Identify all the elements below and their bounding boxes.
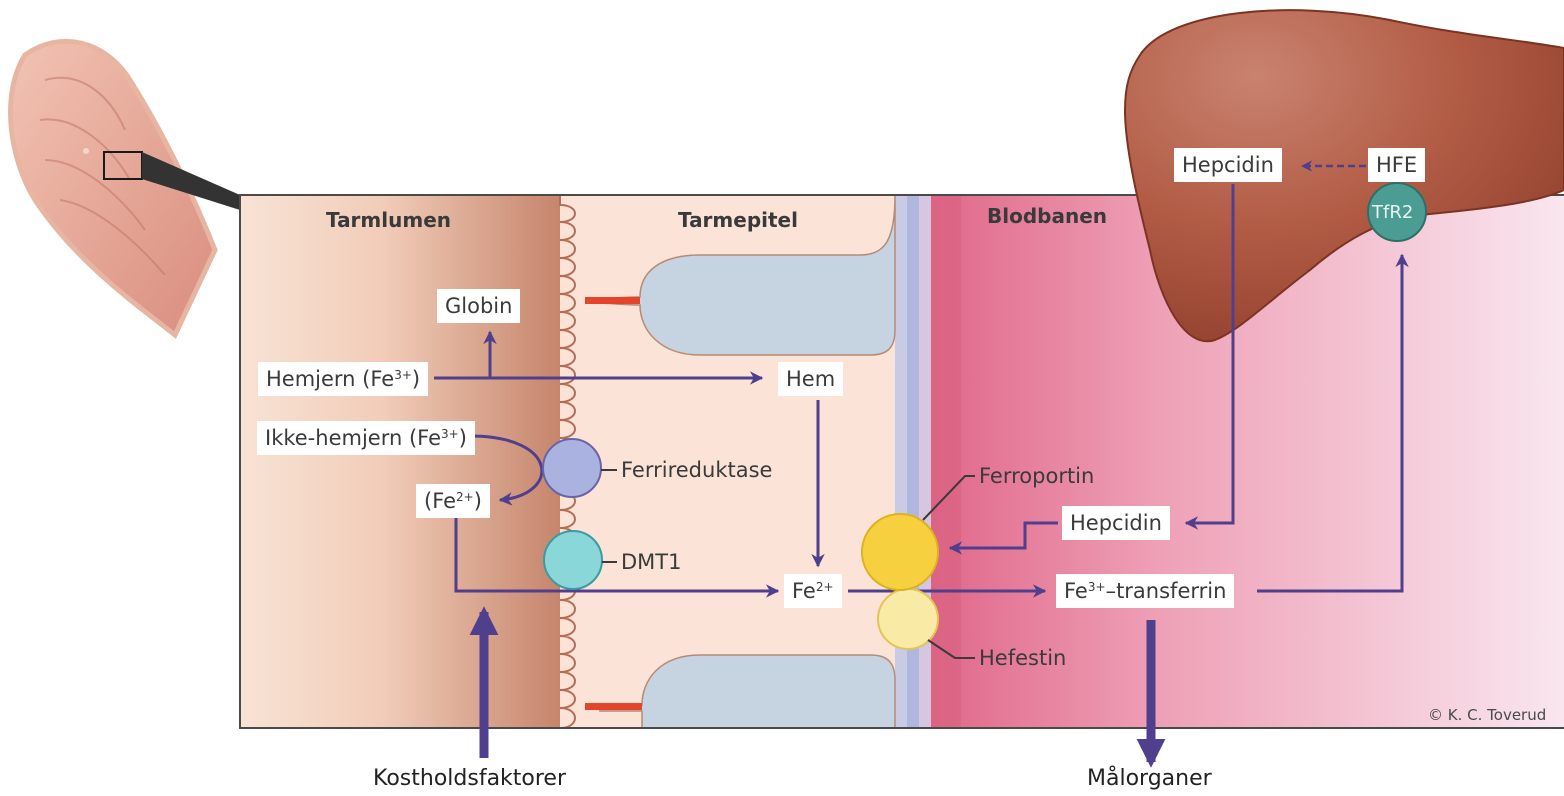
ferroportin-icon <box>862 514 938 590</box>
credit: © K. C. Toverud <box>1428 706 1546 724</box>
heme-iron-label: Hemjern (Fe3+) <box>258 362 428 396</box>
fe2-lumen-text: (Fe <box>424 489 456 513</box>
dmt1-label: DMT1 <box>621 549 681 575</box>
hefestin-label: Hefestin <box>979 645 1066 671</box>
heme-iron-charge: 3+ <box>394 368 412 382</box>
tfr2-label: TfR2 <box>1372 200 1413 226</box>
tight-junction-lower <box>585 703 642 710</box>
region-epithelium: Tarmepitel <box>678 208 798 232</box>
heme-iron-close: ) <box>412 367 420 391</box>
transferrin-rest: –transferrin <box>1106 579 1227 603</box>
fe2-lumen-label: (Fe2+) <box>416 484 490 518</box>
nonheme-iron-close: ) <box>459 426 467 450</box>
transferrin-charge: 3+ <box>1088 580 1106 594</box>
fe2-cell-charge: 2+ <box>816 580 834 594</box>
diet-label: Kostholdsfaktorer <box>373 766 566 792</box>
nonheme-iron-label: Ikke-hemjern (Fe3+) <box>257 421 475 455</box>
tight-junction-upper <box>585 297 640 304</box>
ferrireductase-icon <box>543 439 601 497</box>
hem-label: Hem <box>778 362 843 396</box>
region-blood: Blodbanen <box>987 204 1107 228</box>
nonheme-iron-text: Ikke-hemjern (Fe <box>265 426 441 450</box>
targets-label: Målorganer <box>1087 766 1212 792</box>
hepcidin-liver-label: Hepcidin <box>1174 148 1282 182</box>
nonheme-iron-charge: 3+ <box>441 427 459 441</box>
hfe-label: HFE <box>1368 148 1425 182</box>
transferrin-text: Fe <box>1064 579 1088 603</box>
fe2-cell-label: Fe2+ <box>784 574 842 608</box>
ferrireductase-label: Ferrireduktase <box>621 457 772 483</box>
globin-label: Globin <box>437 289 520 323</box>
ferroportin-label: Ferroportin <box>979 463 1094 489</box>
fe2-lumen-close: ) <box>474 489 482 513</box>
region-lumen: Tarmlumen <box>326 208 451 232</box>
hepcidin-blood-label: Hepcidin <box>1062 506 1170 540</box>
fe2-lumen-charge: 2+ <box>456 490 474 504</box>
fe2-cell-text: Fe <box>792 579 816 603</box>
intestine-illustration <box>11 41 240 335</box>
dmt1-icon <box>544 531 602 589</box>
transferrin-label: Fe3+–transferrin <box>1056 574 1234 608</box>
heme-iron-text: Hemjern (Fe <box>266 367 394 391</box>
